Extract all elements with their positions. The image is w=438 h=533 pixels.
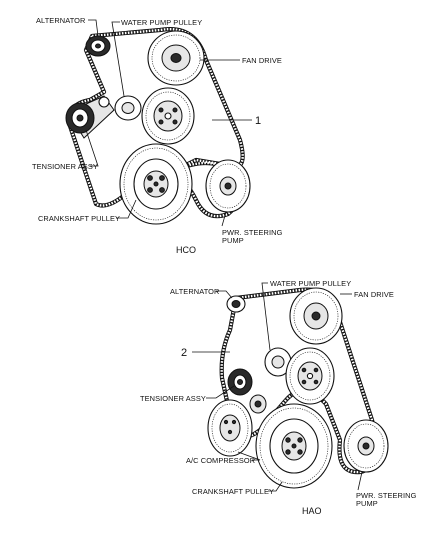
bottom-callout-2: 2 bbox=[181, 347, 187, 359]
bottom-fan-drive-pulley bbox=[289, 287, 343, 345]
bottom-label-pwr-steering: PWR. STEERING bbox=[356, 491, 417, 500]
bottom-center-pulley bbox=[285, 347, 335, 405]
top-serpentine-belt bbox=[67, 27, 245, 219]
top-fan-drive-pulley bbox=[147, 30, 205, 86]
top-label-alternator: ALTERNATOR bbox=[36, 16, 85, 25]
bottom-label-ac-compressor: A/C COMPRESSOR bbox=[186, 456, 255, 465]
top-label-tensioner-assy: TENSIONER ASSY bbox=[32, 162, 98, 171]
bottom-alternator-pulley bbox=[226, 295, 246, 313]
bottom-ac-compressor bbox=[207, 399, 253, 457]
top-tensioner-assy bbox=[65, 95, 115, 139]
top-label-pump: PUMP bbox=[222, 236, 244, 245]
top-callout-1: 1 bbox=[255, 115, 261, 127]
bottom-label-tensioner-assy: TENSIONER ASSY bbox=[140, 394, 206, 403]
top-power-steering-pulley bbox=[205, 159, 251, 213]
top-label-water-pump-pulley: WATER PUMP PULLEY bbox=[121, 18, 202, 27]
bottom-label-crankshaft-pulley: CRANKSHAFT PULLEY bbox=[192, 487, 274, 496]
bottom-power-steering-pulley bbox=[343, 419, 389, 473]
top-crankshaft-pulley bbox=[119, 143, 193, 225]
bottom-label-pump: PUMP bbox=[356, 499, 378, 508]
top-water-pump-pulley bbox=[114, 95, 142, 121]
top-caption-hco: HCO bbox=[176, 245, 196, 255]
bottom-crankshaft-pulley bbox=[255, 403, 333, 489]
top-label-fan-drive: FAN DRIVE bbox=[242, 56, 282, 65]
bottom-tensioner-assy bbox=[227, 368, 267, 414]
bottom-diagram-hao: ALTERNATOR WATER PUMP PULLEY FAN DRIVE 2… bbox=[140, 279, 417, 516]
top-alternator-pulley bbox=[85, 35, 111, 57]
top-center-pulley bbox=[141, 87, 195, 145]
top-label-crankshaft-pulley: CRANKSHAFT PULLEY bbox=[38, 214, 120, 223]
top-label-pwr-steering: PWR. STEERING bbox=[222, 228, 283, 237]
bottom-water-pump-pulley bbox=[264, 347, 292, 377]
top-diagram-hco: ALTERNATOR WATER PUMP PULLEY FAN DRIVE 1… bbox=[32, 16, 283, 255]
bottom-label-alternator: ALTERNATOR bbox=[170, 287, 219, 296]
bottom-label-fan-drive: FAN DRIVE bbox=[354, 290, 394, 299]
bottom-label-water-pump-pulley: WATER PUMP PULLEY bbox=[270, 279, 351, 288]
bottom-caption-hao: HAO bbox=[302, 506, 322, 516]
